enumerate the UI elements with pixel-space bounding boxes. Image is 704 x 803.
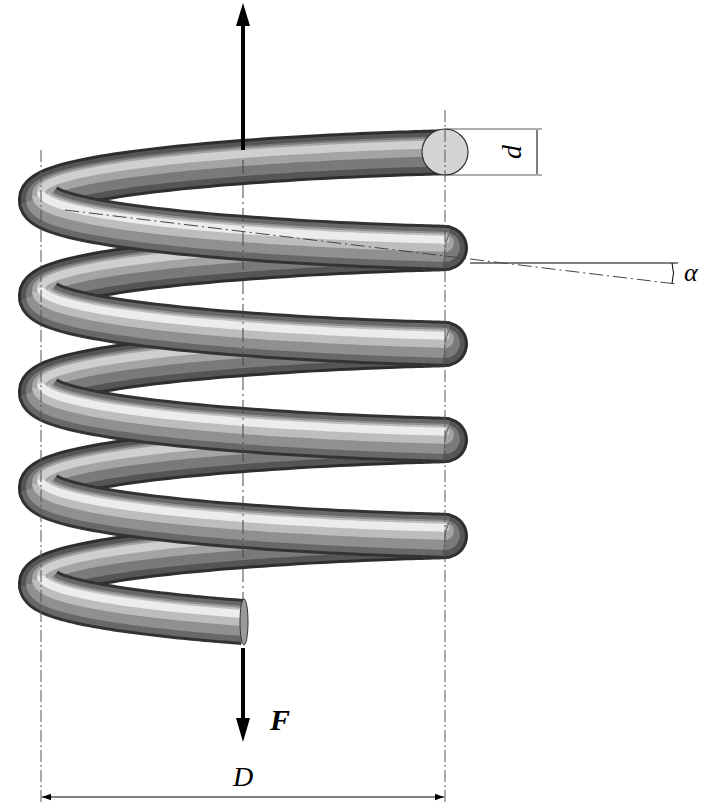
force-arrow <box>241 22 245 150</box>
extension-line <box>445 129 542 130</box>
coil-front <box>41 576 243 622</box>
force-arrowhead <box>236 3 250 26</box>
helical-spring <box>41 129 468 645</box>
extension-line <box>41 150 42 803</box>
force-label: F <box>270 705 290 735</box>
angle-arc <box>672 263 674 284</box>
extension-line <box>445 110 446 803</box>
extension-line <box>445 175 542 176</box>
dimension-line <box>42 796 444 797</box>
axis-line <box>243 160 244 600</box>
annotation-lines <box>41 3 678 803</box>
coil-diameter-label: D <box>233 763 253 791</box>
force-arrowhead <box>236 718 250 742</box>
helix-angle-label: α <box>684 260 698 286</box>
helix-angle-line <box>65 210 678 284</box>
force-arrow <box>241 648 245 722</box>
dimension-line <box>537 130 538 174</box>
coil-shade <box>41 576 243 614</box>
wire-cut-face <box>240 599 248 645</box>
wire-diameter-label: d <box>498 145 526 159</box>
